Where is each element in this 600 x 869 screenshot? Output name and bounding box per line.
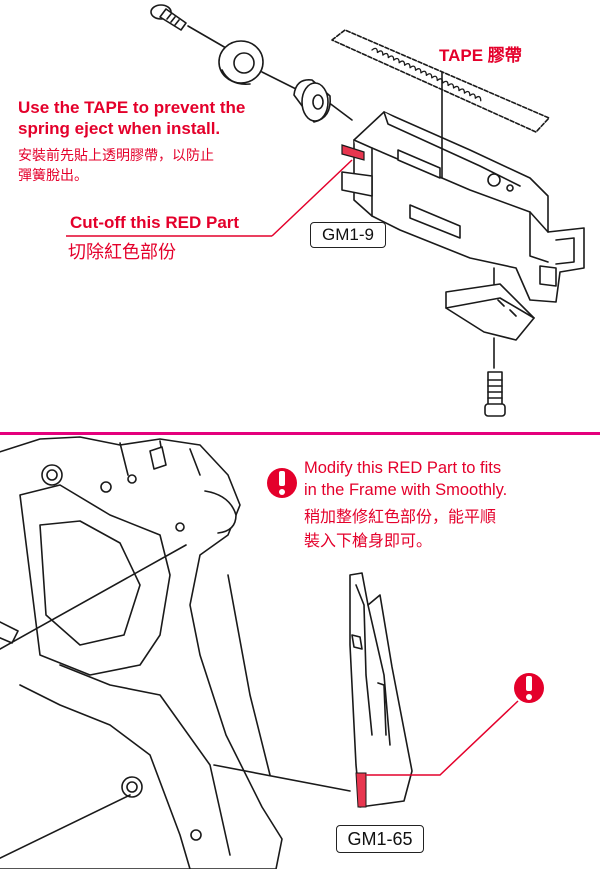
part-gm1-65 bbox=[349, 572, 413, 808]
frame-body bbox=[0, 436, 283, 869]
tape-note-en-2: spring eject when install. bbox=[18, 119, 221, 138]
part-label-gm1-65: GM1-65 bbox=[336, 825, 424, 853]
bushing bbox=[293, 78, 331, 123]
red-part-gm1-65 bbox=[355, 772, 367, 808]
screw-bottom bbox=[484, 371, 506, 417]
exclamation-icon bbox=[267, 468, 297, 498]
screw-top bbox=[150, 4, 187, 31]
washer bbox=[218, 40, 264, 86]
tape-label: TAPE 膠帶 bbox=[439, 46, 522, 65]
cut-note-en: Cut-off this RED Part bbox=[70, 213, 240, 232]
tape-note-cn-1: 安裝前先貼上透明膠帶，以防止 bbox=[18, 147, 214, 163]
spring bbox=[371, 47, 482, 102]
modify-note-cn-1: 稍加整修紅色部份，能平順 bbox=[304, 509, 497, 526]
modify-note-en-2: in the Frame with Smoothly. bbox=[304, 481, 508, 499]
modify-note-cn-2: 裝入下槍身即可。 bbox=[304, 533, 433, 550]
section-divider bbox=[0, 432, 600, 435]
cut-note-cn: 切除紅色部份 bbox=[68, 242, 176, 262]
tape-note-en-1: Use the TAPE to prevent the bbox=[18, 98, 246, 117]
modify-note-en-1: Modify this RED Part to fits bbox=[304, 459, 502, 477]
guide-plate bbox=[445, 283, 535, 341]
bottom-panel: Modify this RED Part to fits in the Fram… bbox=[0, 435, 600, 869]
slide-body bbox=[341, 111, 585, 303]
exclamation-icon bbox=[514, 673, 544, 703]
tape-note-cn-2: 彈簧脫出。 bbox=[18, 167, 88, 183]
slide-exploded-diagram bbox=[66, 4, 585, 417]
red-part-slide bbox=[341, 144, 365, 161]
part-label-gm1-9: GM1-9 bbox=[310, 222, 386, 248]
frame-diagram bbox=[0, 436, 544, 869]
tape-strip bbox=[331, 29, 550, 133]
top-panel: TAPE 膠帶 Use the TAPE to prevent the spri… bbox=[0, 0, 600, 432]
